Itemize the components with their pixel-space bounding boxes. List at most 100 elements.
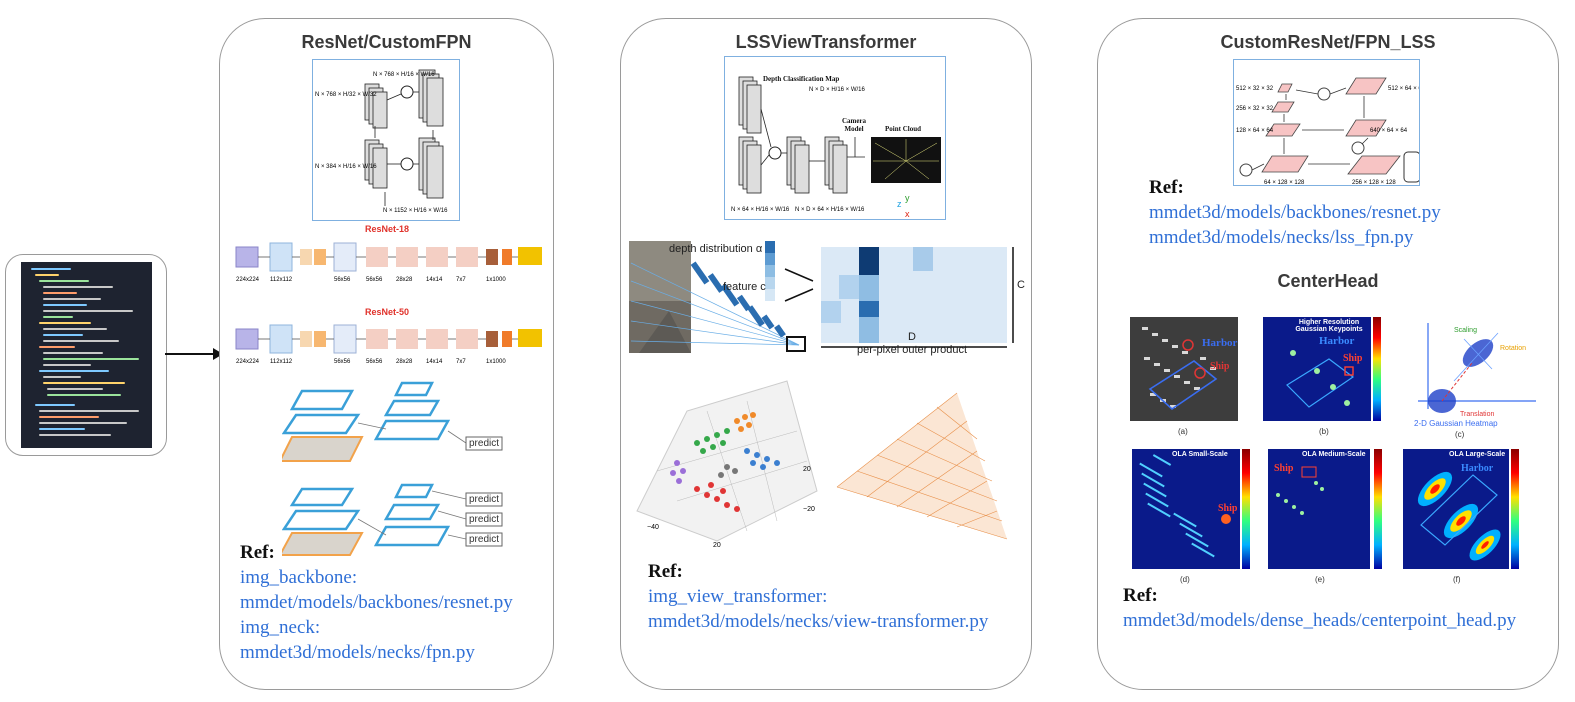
predict-label: predict [469, 534, 500, 545]
ship-label: Ship [1218, 503, 1238, 514]
ref-heading: Ref: [648, 561, 683, 582]
heatmap-large-scale: OLA Large-Scale Harbor [1403, 449, 1509, 569]
svg-text:64 × 128 × 128: 64 × 128 × 128 [1264, 180, 1305, 185]
resnet50-label: ResNet-50 [365, 307, 410, 317]
svg-text:112x112: 112x112 [270, 359, 293, 365]
svg-text:512 × 32 × 32: 512 × 32 × 32 [1236, 86, 1274, 92]
heatmap-keypoints: Higher Resolution Gaussian Keypoints Har… [1263, 317, 1371, 421]
svg-text:N × D × 64 × H/16 × W/16: N × D × 64 × H/16 × W/16 [795, 207, 865, 213]
gaussian-label: 2-D Gaussian Heatmap [1414, 419, 1498, 428]
keypoints-title: Higher Resolution Gaussian Keypoints [1295, 319, 1363, 333]
outer-product-caption: per-pixel outer product [857, 344, 968, 356]
svg-text:y: y [905, 193, 910, 203]
ref-link[interactable]: img_neck: [240, 617, 321, 638]
lss-diagram: z y x N × 64 × H/16 × W/16 N × D × 64 × … [724, 56, 946, 220]
ref-link[interactable]: img_view_transformer: [648, 586, 828, 607]
camera-model-label: Camera Model [841, 117, 867, 133]
flow-arrow [165, 348, 223, 360]
svg-text:1x1000: 1x1000 [486, 277, 506, 283]
fpn-diagram: N × 768 × H/32 × W/32 N × 384 × H/16 × W… [312, 59, 460, 221]
caption: (d) [1180, 575, 1190, 584]
frustum-point-plots: −40 20 −20 20 [636, 380, 1008, 549]
colorbar [1242, 449, 1250, 569]
predict-label: predict [469, 438, 500, 449]
ref-heading: Ref: [1149, 177, 1184, 198]
svg-text:N × 768 × H/16 × W/16: N × 768 × H/16 × W/16 [373, 72, 435, 78]
svg-text:128 × 64 × 64: 128 × 64 × 64 [1236, 128, 1274, 134]
ola-small-title: OLA Small-Scale [1172, 451, 1228, 458]
panel-title: CustomResNet/FPN_LSS [1220, 32, 1436, 52]
ref-link[interactable]: mmdet3d/models/dense_heads/centerpoint_h… [1123, 610, 1517, 631]
lss-fpn-diagram: 512 × 32 × 32 256 × 32 × 32 128 × 64 × 6… [1233, 59, 1426, 186]
svg-text:56x56: 56x56 [334, 359, 351, 365]
ola-medium-title: OLA Medium-Scale [1302, 451, 1366, 458]
svg-text:20: 20 [803, 466, 811, 473]
svg-text:N × D × H/16 × W/16: N × D × H/16 × W/16 [809, 87, 866, 93]
harbor-label: Harbor [1319, 335, 1355, 347]
harbor-label: Harbor [1461, 463, 1494, 474]
predict-label: predict [469, 514, 500, 525]
svg-text:256 × 128 × 128: 256 × 128 × 128 [1352, 180, 1396, 185]
ship-label: Ship [1343, 353, 1363, 364]
ola-large-title: OLA Large-Scale [1449, 451, 1506, 458]
svg-text:7x7: 7x7 [456, 277, 466, 283]
svg-text:x: x [905, 209, 910, 219]
ref-link[interactable]: mmdet3d/models/necks/fpn.py [240, 642, 475, 663]
feature-label: feature c [723, 281, 766, 293]
ref-link[interactable]: mmdet3d/models/necks/lss_fpn.py [1149, 227, 1414, 248]
svg-text:N × 1152 × H/16 × W/16: N × 1152 × H/16 × W/16 [383, 208, 448, 214]
svg-text:28x28: 28x28 [396, 359, 413, 365]
caption: (c) [1455, 430, 1465, 439]
centerhead-subtitle: CenterHead [1277, 271, 1379, 291]
panel-title: ResNet/CustomFPN [301, 32, 472, 52]
depth-map-label: Depth Classification Map [763, 75, 840, 83]
caption: (f) [1453, 575, 1461, 584]
ship-label: Ship [1210, 361, 1230, 372]
code-screenshot [21, 262, 152, 448]
heatmap-satellite: Harbor Ship [1130, 317, 1238, 421]
heatmap-small-scale: OLA Small-Scale Ship [1132, 449, 1240, 569]
view-transformer-panel: LSSViewTransformer z y x N × 64 × H/16 ×… [620, 18, 1032, 690]
ref-link[interactable]: mmdet3d/models/necks/view-transformer.py [648, 611, 989, 632]
caption: (e) [1315, 575, 1325, 584]
ref-block: Ref: mmdet3d/models/backbones/resnet.py … [1149, 176, 1441, 250]
head-panel: CustomResNet/FPN_LSS 512 × 32 × 32 256 ×… [1097, 18, 1559, 690]
svg-text:256 × 32 × 32: 256 × 32 × 32 [1236, 106, 1274, 112]
fpn-predict-diagram [282, 381, 503, 556]
svg-text:N × 64 × H/16 × W/16: N × 64 × H/16 × W/16 [731, 207, 790, 213]
ref-link[interactable]: img_backbone: [240, 567, 358, 588]
caption: (b) [1319, 427, 1329, 436]
svg-text:N × 384 × H/16 × W/16: N × 384 × H/16 × W/16 [315, 164, 377, 170]
point-cloud-label: Point Cloud [885, 125, 921, 133]
svg-text:112x112: 112x112 [270, 277, 293, 283]
svg-text:z: z [897, 199, 902, 209]
svg-text:56x56: 56x56 [334, 277, 351, 283]
backbone-panel: ResNet/CustomFPN N × 768 × H/32 × W/32 N… [219, 18, 554, 690]
colorbar [1511, 449, 1519, 569]
translation-label: Translation [1460, 411, 1495, 418]
caption: (a) [1178, 427, 1188, 436]
rotation-label: Rotation [1500, 345, 1527, 352]
ship-label: Ship [1274, 463, 1294, 474]
predict-label: predict [469, 494, 500, 505]
harbor-label: Harbor [1202, 337, 1238, 349]
svg-text:14x14: 14x14 [426, 359, 443, 365]
d-axis-label: D [908, 331, 916, 343]
scaling-label: Scaling [1454, 327, 1477, 334]
outer-product-diagram [629, 241, 1014, 353]
resnet18-label: ResNet-18 [365, 224, 410, 234]
ref-link[interactable]: mmdet3d/models/backbones/resnet.py [1149, 202, 1441, 223]
svg-text:7x7: 7x7 [456, 359, 466, 365]
svg-text:1x1000: 1x1000 [486, 359, 506, 365]
panel-title: LSSViewTransformer [735, 32, 917, 52]
svg-text:224x224: 224x224 [236, 277, 260, 283]
svg-text:640 × 64 × 64: 640 × 64 × 64 [1370, 128, 1408, 134]
ref-heading: Ref: [1123, 585, 1158, 606]
heatmap-medium-scale: OLA Medium-Scale Ship [1268, 449, 1370, 569]
ref-heading: Ref: [240, 542, 275, 563]
ref-block: Ref: mmdet3d/models/dense_heads/centerpo… [1123, 584, 1516, 633]
ref-link[interactable]: mmdet/models/backbones/resnet.py [240, 592, 513, 613]
code-thumbnail [5, 254, 167, 456]
